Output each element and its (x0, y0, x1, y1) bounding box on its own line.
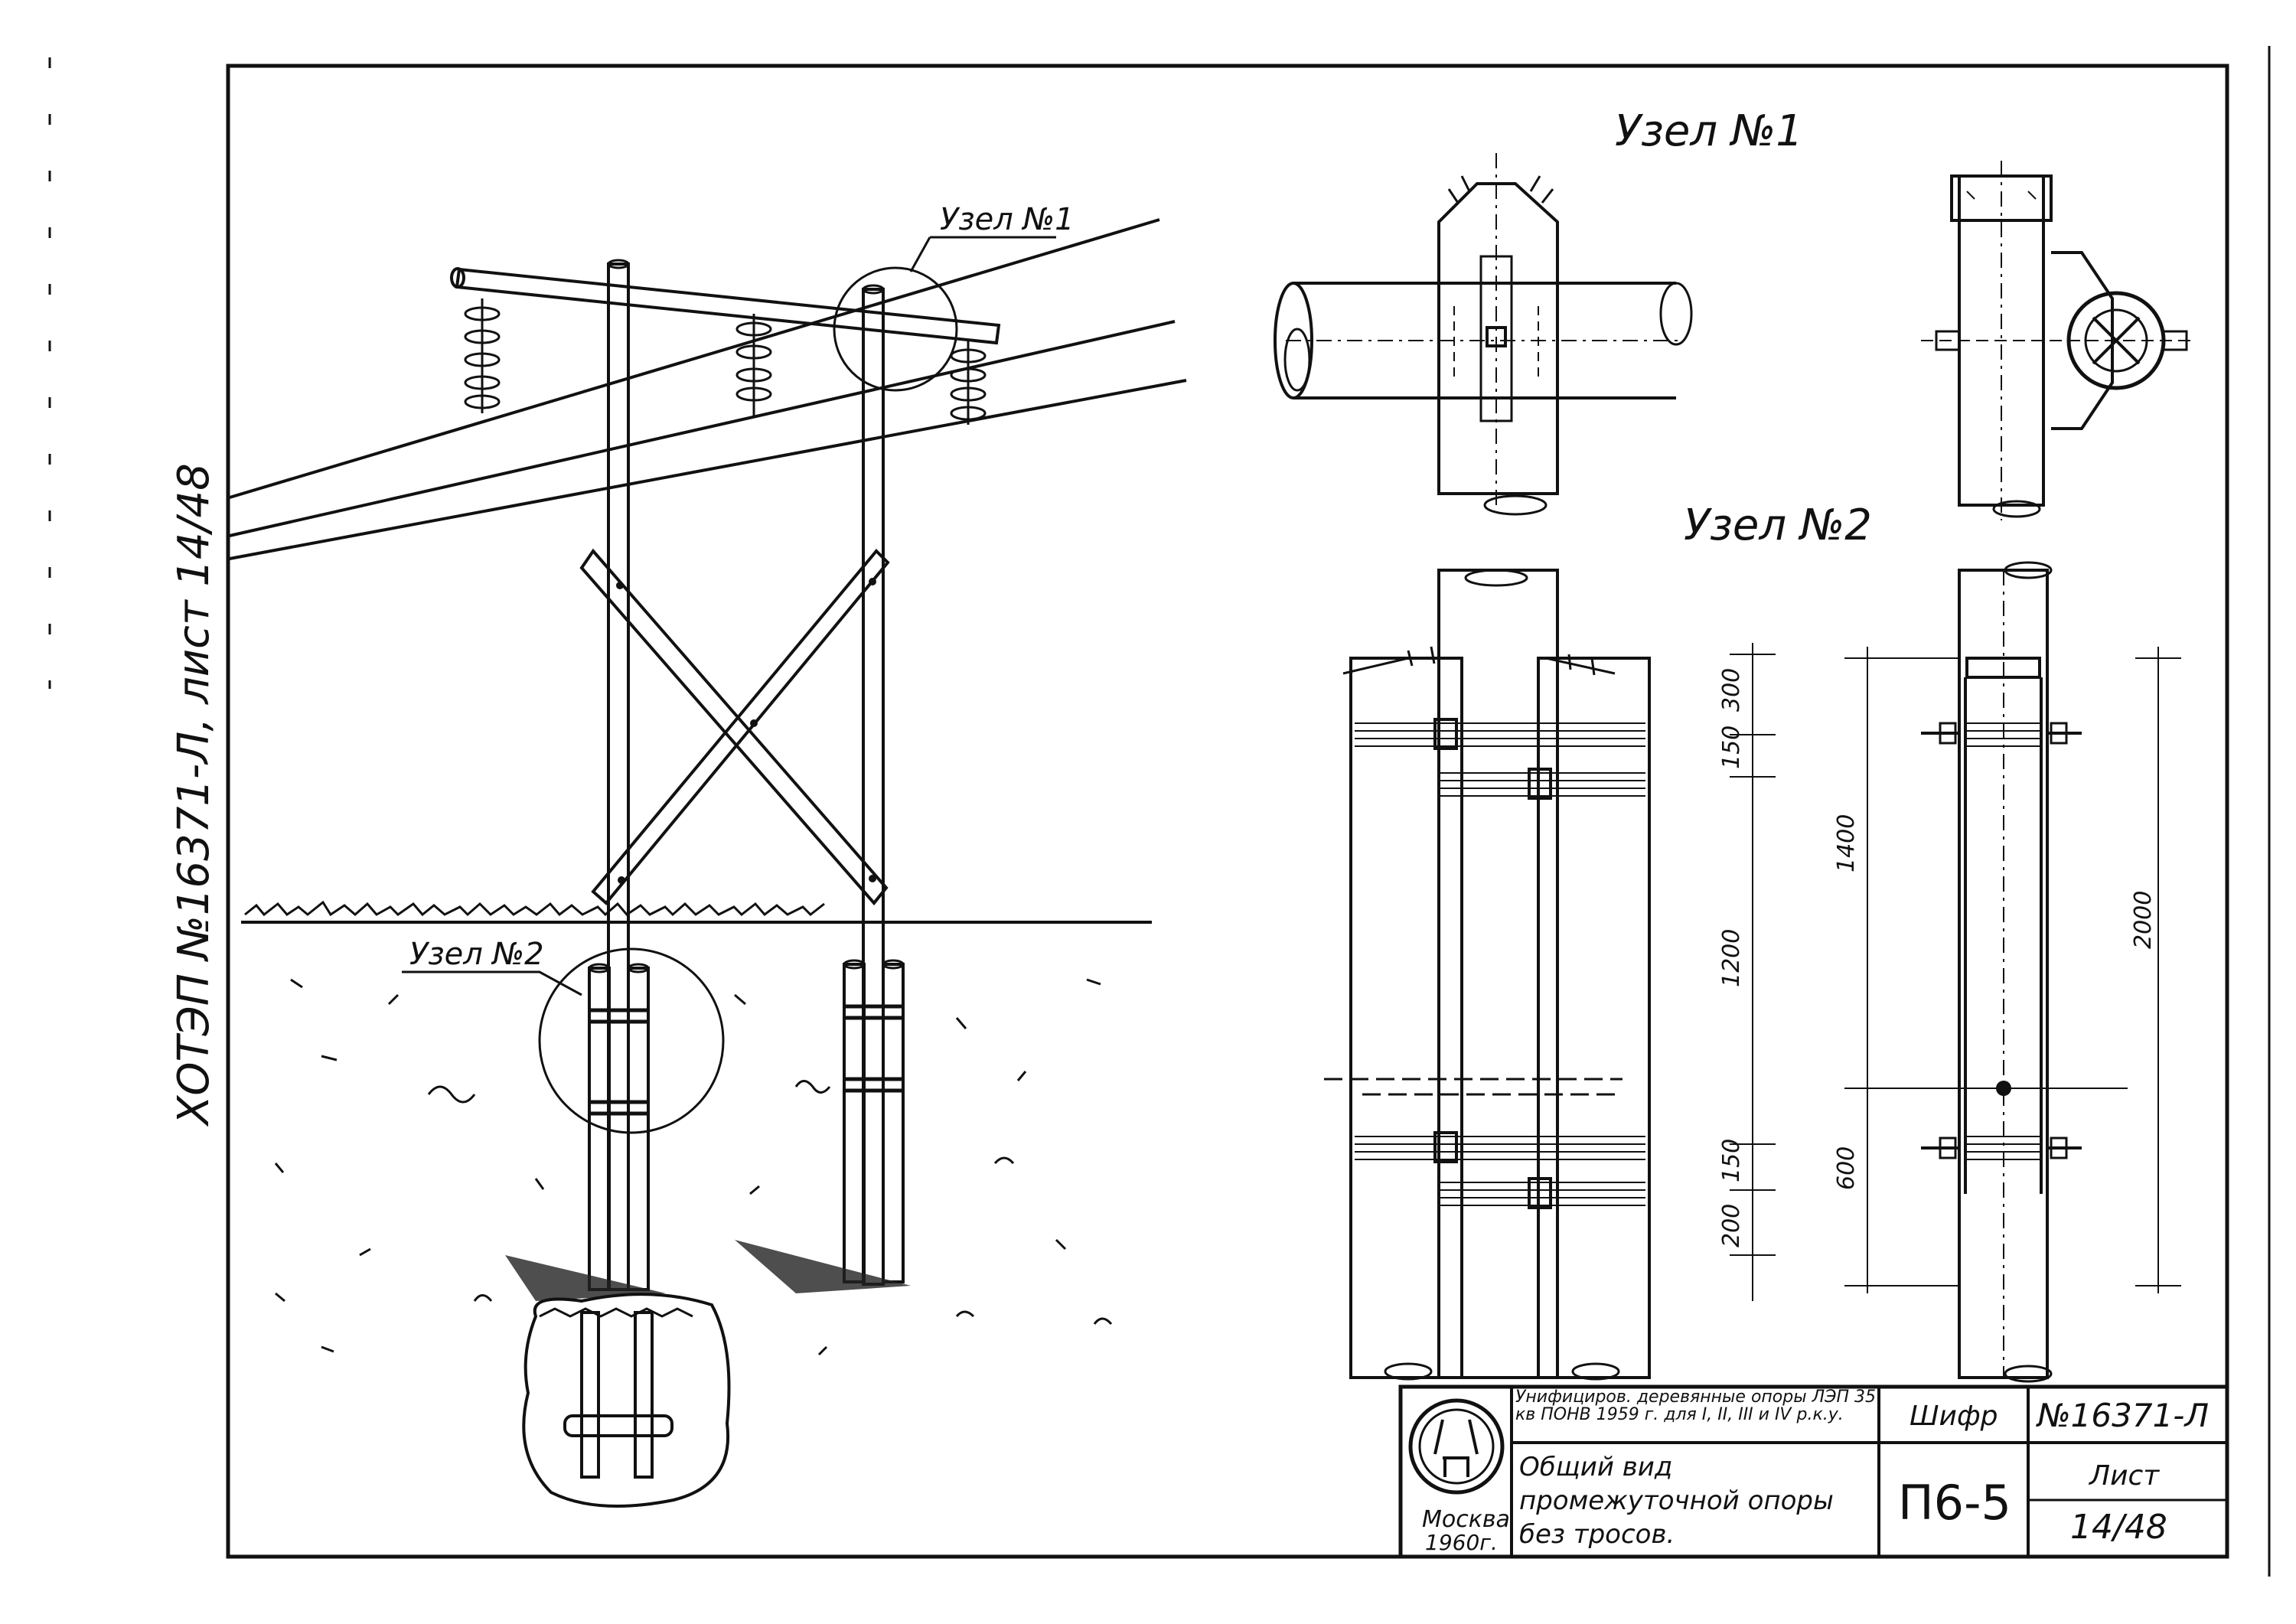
dim-1200: 1200 (1718, 929, 1745, 987)
insulator-right (950, 341, 987, 425)
insulator-middle (735, 314, 772, 417)
callout-label-node1: Узел №1 (940, 202, 1075, 237)
side-stamp-text: ХОТЭП №16371-Л, лист 14/48 (169, 463, 219, 1127)
organization-logo (1408, 1398, 1505, 1495)
dim-150-bottom: 150 (1718, 1139, 1745, 1182)
cipher-label: Шифр (1910, 1401, 1998, 1432)
logo-city: Москва (1422, 1506, 1510, 1533)
document-number: №16371-Л (2036, 1397, 2209, 1434)
dim-150-top: 150 (1718, 726, 1745, 769)
drawing-frame (226, 64, 2229, 1559)
callout-circle-node2 (538, 947, 725, 1134)
dim-300: 300 (1718, 668, 1745, 712)
callout-circle-node1 (833, 266, 958, 392)
dim-200: 200 (1718, 1204, 1745, 1247)
title-block: Москва 1960г. Унифициров. деревянные опо… (1398, 1384, 2229, 1559)
node1-title: Узел №1 (1615, 106, 1803, 156)
cipher-value: П6-5 (1898, 1475, 2011, 1531)
underground-detail (522, 1293, 731, 1508)
sheet-label: Лист (2088, 1460, 2160, 1492)
drawing-title: Общий вид промежуточной опоры без тросов… (1519, 1452, 1834, 1550)
node1-detail: Узел №1 (1274, 106, 2197, 520)
general-view: Узел №1 Узел №2 (229, 202, 1187, 1508)
callout-label-node2: Узел №2 (409, 937, 544, 972)
node2-detail: Узел №2 300 150 1200 150 200 (1324, 501, 2181, 1383)
dim-600: 600 (1833, 1146, 1860, 1190)
node2-title: Узел №2 (1684, 501, 1872, 550)
right-stub-group (735, 959, 911, 1293)
insulator-left (464, 298, 501, 413)
title-block-series: Унифициров. деревянные опоры ЛЭП 35 кв П… (1515, 1388, 1877, 1424)
dim-1400: 1400 (1833, 814, 1860, 872)
logo-year: 1960г. (1425, 1530, 1498, 1555)
dim-2000: 2000 (2130, 891, 2157, 949)
sheet-value: 14/48 (2070, 1508, 2167, 1547)
